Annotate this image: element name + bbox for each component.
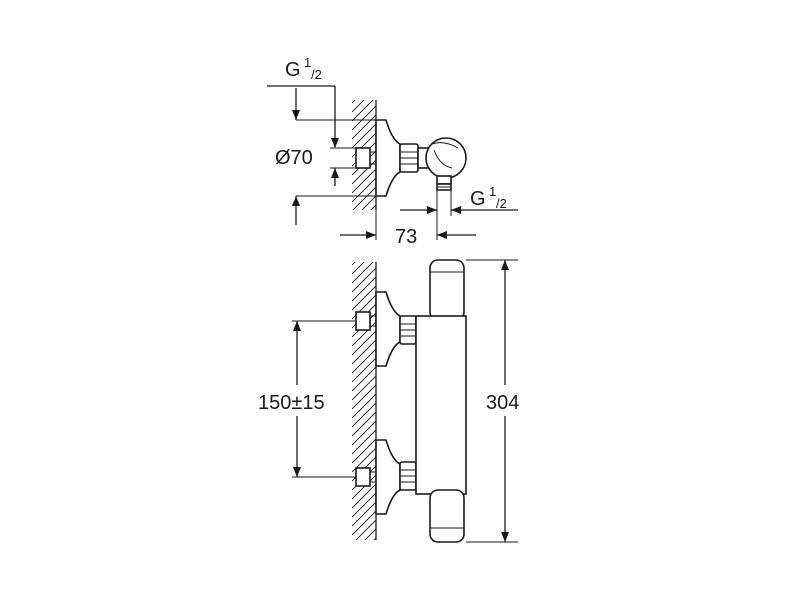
wall-hatch-line [352,262,365,275]
wall-hatch-line [352,100,365,113]
wall-hatch-line [352,330,376,356]
wall-hatch-line [355,519,376,540]
outlet-top [436,175,452,185]
wall-hatch-line [352,501,376,527]
thread-label-top-den: /2 [311,67,322,82]
projection-label: 73 [395,226,417,248]
wall-hatch-line [352,375,376,401]
arrow-outlet-left [427,206,437,214]
wall-hatch-line [352,262,374,284]
diameter-label: Ø70 [275,147,313,169]
wall-hatch-line [352,100,374,122]
s-union-lower [355,467,371,487]
s-union-top [355,147,371,169]
height-label: 304 [486,392,519,414]
wall-hatch-line [364,528,376,540]
wall-hatch-line [352,438,376,464]
wall-hatch-line [352,384,376,410]
rosette-upper [375,291,401,367]
wall-hatch-line [352,262,356,266]
arrow-g-top [331,138,339,148]
front-view: 150±15 304 [258,259,519,589]
s-union-upper [355,311,371,331]
wall-hatch-line [352,168,376,194]
rosette-top [375,119,401,197]
arrow-73-left [366,231,376,239]
wall-hatch-line [352,339,376,365]
wall-hatch-line [352,285,376,311]
wall-hatch-line [352,429,376,455]
wall-hatch-line [352,474,376,500]
wall-hatch-line [352,510,376,536]
thermostat-body [415,315,467,495]
wall-hatch-line [361,195,376,210]
arrow-304-bottom [501,532,509,542]
arrow-150-top [293,321,301,331]
wall-bottom-hatch [352,262,376,589]
wall-hatch-line [352,393,376,419]
thread-label-top: G [285,59,301,81]
arrow-304-top [501,260,509,270]
wall-hatch-line [352,348,376,374]
wall-hatch-line [370,204,376,210]
wall-hatch-line [352,100,356,104]
wall-hatch-line [352,123,376,149]
wall-hatch-line [352,547,376,571]
arrow-73-right [437,231,447,239]
arrow-dia-bottom [292,196,300,206]
temperature-handle [429,259,465,321]
centers-label: 150±15 [258,392,325,414]
wall-hatch-line [352,411,376,437]
thread-label-top-num: 1 [304,55,311,70]
wall-hatch-line [352,420,376,446]
wall-hatch-line [352,114,376,140]
wall-hatch-line [352,402,376,428]
thread-label-outlet-num: 1 [489,184,496,199]
flow-handle [429,489,465,543]
wall-hatch-line [352,483,376,509]
wall-hatch-line [352,105,376,131]
side-view: G 1 /2 Ø70 G 1 /2 73 [267,55,518,248]
wall-hatch-line [352,267,376,293]
wall-hatch-line [352,565,376,589]
wall-hatch-line [373,537,376,540]
thread-label-outlet: G [470,188,486,210]
arrow-dia-top [292,110,300,120]
wall-hatch-line [352,492,376,518]
wall-hatch-line [352,276,376,302]
wall-hatch-line [352,366,376,392]
wall-hatch-line [352,177,376,203]
arrow-outlet-right [451,206,461,214]
wall-hatch-line [352,357,376,383]
thread-label-outlet-den: /2 [496,196,507,211]
wall-hatch-line [352,186,376,210]
rosette-lower [375,439,401,515]
wall-hatch-line [352,556,376,580]
arrow-150-bottom [293,467,301,477]
wall-hatch-line [352,70,376,94]
